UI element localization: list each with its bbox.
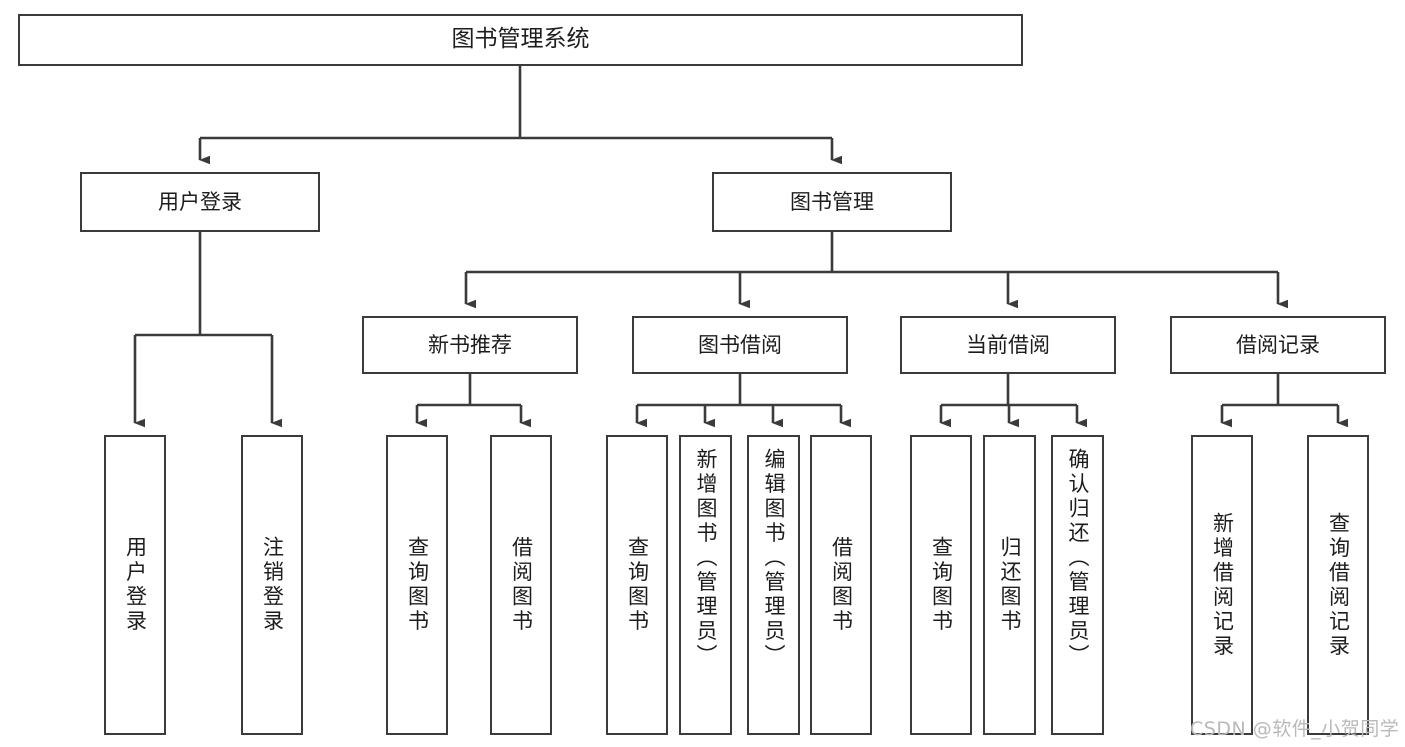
- leaf-add-borrow-record[interactable]: 新增借阅记录: [1191, 435, 1253, 735]
- leaf-label: 借阅图书: [509, 536, 534, 634]
- leaf-borrow-book-new-recommend[interactable]: 借阅图书: [490, 435, 552, 735]
- leaf-edit-book-admin[interactable]: 编辑图书（管理员）: [747, 435, 800, 735]
- leaf-label: 归还图书: [998, 536, 1022, 634]
- node-borrow-record[interactable]: 借阅记录: [1170, 316, 1386, 374]
- leaf-add-book-admin[interactable]: 新增图书（管理员）: [679, 435, 732, 735]
- leaf-label: 借阅图书: [829, 536, 854, 634]
- node-current-borrow[interactable]: 当前借阅: [900, 316, 1116, 374]
- node-label: 当前借阅: [966, 332, 1050, 357]
- leaf-label: 查询借阅记录: [1326, 511, 1351, 659]
- leaf-query-book-current[interactable]: 查询图书: [910, 435, 972, 735]
- node-book-borrow[interactable]: 图书借阅: [632, 316, 848, 374]
- node-label: 图书借阅: [698, 332, 782, 357]
- leaf-label: 新增借阅记录: [1210, 511, 1235, 659]
- leaf-borrow-book-borrow[interactable]: 借阅图书: [810, 435, 872, 735]
- leaf-label: 用户登录: [123, 536, 148, 634]
- node-label: 图书管理系统: [451, 26, 590, 53]
- leaf-label: 查询图书: [929, 536, 954, 634]
- node-book-management[interactable]: 图书管理: [712, 172, 952, 232]
- leaf-query-borrow-record[interactable]: 查询借阅记录: [1307, 435, 1369, 735]
- node-label: 图书管理: [790, 189, 874, 214]
- leaf-label: 编辑图书（管理员）: [762, 448, 786, 669]
- csdn-watermark: CSDN @软件_小贺同学: [1190, 718, 1400, 740]
- node-label: 新书推荐: [428, 332, 512, 357]
- leaf-label: 注销登录: [260, 536, 285, 634]
- leaf-confirm-return-admin[interactable]: 确认归还（管理员）: [1051, 435, 1104, 735]
- leaf-return-book[interactable]: 归还图书: [983, 435, 1036, 735]
- leaf-logout-login[interactable]: 注销登录: [241, 435, 303, 735]
- leaf-query-book-new-recommend[interactable]: 查询图书: [386, 435, 448, 735]
- leaf-user-login[interactable]: 用户登录: [104, 435, 166, 735]
- node-label: 借阅记录: [1236, 332, 1320, 357]
- leaf-label: 新增图书（管理员）: [694, 448, 718, 669]
- node-user-login[interactable]: 用户登录: [80, 172, 320, 232]
- leaf-query-book-borrow[interactable]: 查询图书: [606, 435, 668, 735]
- leaf-label: 查询图书: [625, 536, 650, 634]
- node-root-book-management-system[interactable]: 图书管理系统: [18, 14, 1023, 66]
- node-label: 用户登录: [158, 189, 242, 214]
- leaf-label: 确认归还（管理员）: [1066, 448, 1090, 669]
- node-new-book-recommend[interactable]: 新书推荐: [362, 316, 578, 374]
- leaf-label: 查询图书: [405, 536, 430, 634]
